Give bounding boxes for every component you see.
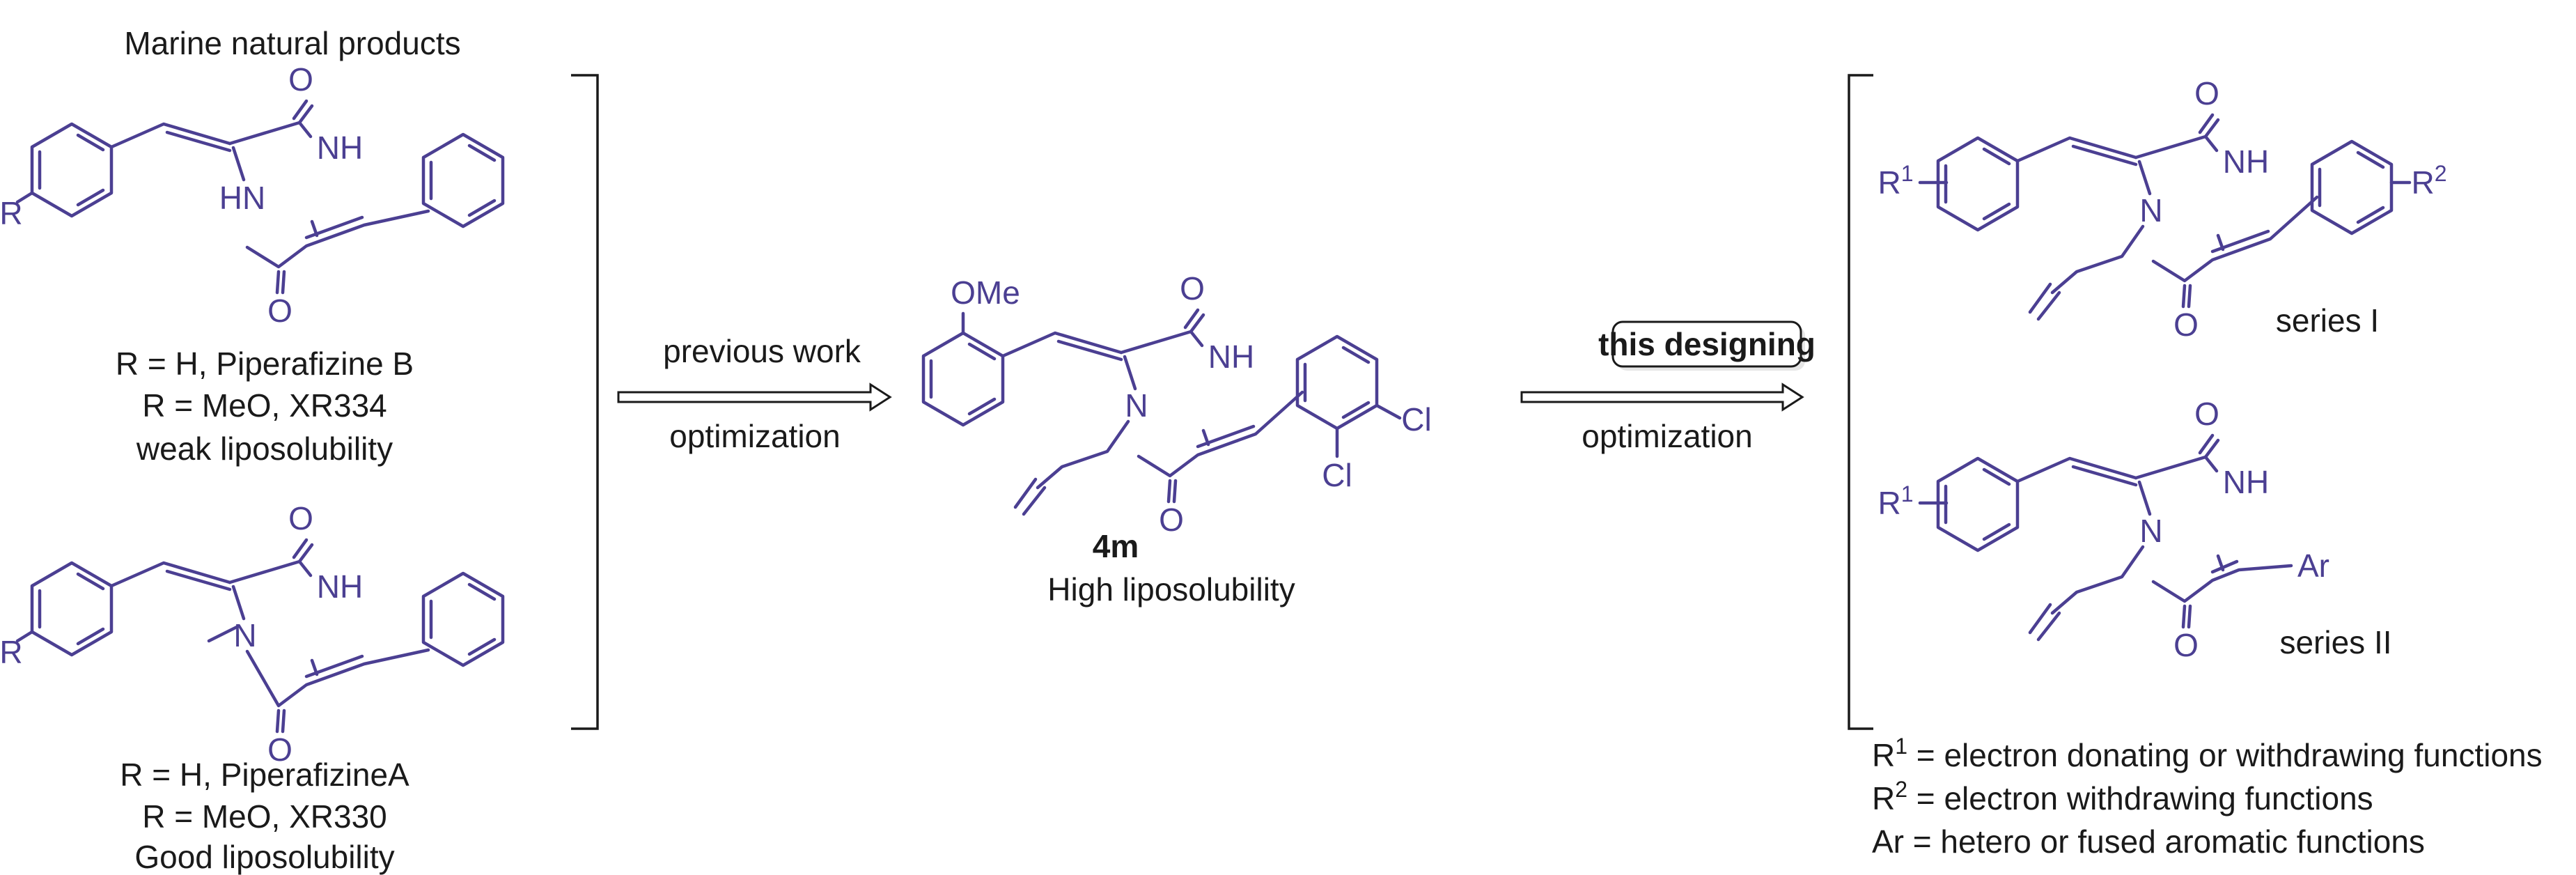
definition-r2: R2 = electron withdrawing functions xyxy=(1872,777,2373,816)
atom-n: N xyxy=(2139,513,2162,549)
compound-4m-property: High liposolubility xyxy=(1047,571,1295,607)
right-bracket xyxy=(1848,74,1873,730)
atom-r: R xyxy=(0,634,23,670)
definition-r1: R1 = electron donating or withdrawing fu… xyxy=(1872,734,2543,773)
structure-series-ii xyxy=(1918,433,2293,642)
atom-r: R xyxy=(0,195,23,231)
open-arrow-design xyxy=(1520,382,1804,412)
compound-line-1: R = H, Piperafizine B xyxy=(116,346,414,382)
arrow-label-below: optimization xyxy=(669,418,840,454)
arrow-label-below: optimization xyxy=(1582,418,1752,454)
atom-nh: NH xyxy=(2223,144,2269,180)
atom-o: O xyxy=(2194,75,2219,111)
series-ii-label: series II xyxy=(2279,624,2391,660)
atom-o: O xyxy=(1180,270,1205,307)
compound-line-2: R = MeO, XR334 xyxy=(142,387,387,424)
this-designing-label: this designing xyxy=(1598,326,1816,362)
property-label: Good liposolubility xyxy=(134,839,394,875)
atom-o: O xyxy=(267,293,292,329)
atom-ome: OMe xyxy=(951,274,1020,311)
atom-nh: NH xyxy=(317,568,363,605)
atom-nh: NH xyxy=(2223,464,2269,500)
atom-ar: Ar xyxy=(2297,548,2329,584)
atom-o: O xyxy=(267,731,292,768)
structure-piperafizine-b xyxy=(15,99,505,295)
atom-r1: R1 xyxy=(1878,481,1913,521)
left-bracket xyxy=(571,74,599,730)
definition-ar: Ar = hetero or fused aromatic functions xyxy=(1872,823,2425,860)
atom-r1: R1 xyxy=(1878,161,1913,201)
atom-n: N xyxy=(1125,387,1148,424)
atom-o: O xyxy=(1159,502,1184,538)
structure-4m xyxy=(921,308,1402,516)
compound-line-2: R = MeO, XR330 xyxy=(142,798,387,835)
arrow-label-above: previous work xyxy=(663,333,861,369)
this-designing-box xyxy=(1611,320,1805,371)
compound-4m-label: 4m xyxy=(1093,528,1139,564)
structure-series-i xyxy=(1918,113,2412,321)
atom-cl: Cl xyxy=(1401,401,1431,438)
atom-o: O xyxy=(288,61,313,98)
atom-cl: Cl xyxy=(1322,457,1352,493)
property-label: weak liposolubility xyxy=(136,431,393,467)
atom-o: O xyxy=(288,500,313,536)
atom-nh: NH xyxy=(317,130,363,166)
structure-piperafizine-a xyxy=(15,538,505,734)
series-i-label: series I xyxy=(2276,302,2379,339)
left-panel-header: Marine natural products xyxy=(124,25,460,61)
atom-n: N xyxy=(233,617,256,653)
atom-hn: HN xyxy=(219,180,265,216)
atom-o: O xyxy=(2194,396,2219,432)
compound-line-1: R = H, PiperafizineA xyxy=(120,757,409,793)
atom-nh: NH xyxy=(1208,339,1254,375)
open-arrow-previous xyxy=(617,382,892,412)
atom-o: O xyxy=(2173,627,2199,663)
atom-n: N xyxy=(2139,192,2162,229)
atom-o: O xyxy=(2173,307,2199,343)
atom-r2: R2 xyxy=(2411,161,2446,201)
